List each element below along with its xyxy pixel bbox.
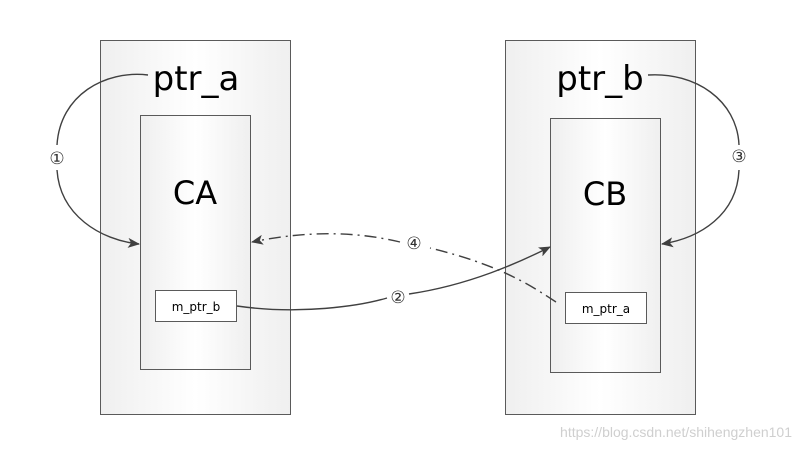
step-4-arrow-path [252,234,557,303]
cb-object-box [550,118,661,373]
step-3-arrow: ③ [647,74,747,244]
step-2-label: ② [390,288,405,308]
m-ptr-a-box [565,292,647,324]
watermark-text: https://blog.csdn.net/shihengzhen101 [560,424,792,440]
step-3-arrow-path [647,74,740,244]
step-1-arrow-path [56,73,148,244]
ca-object-box [140,115,251,370]
cb-label: CB [583,175,627,213]
step-2-arrow-path [236,247,550,311]
ca-label: CA [173,174,217,212]
step-1-label: ① [49,149,64,169]
ptr-b-block: ptr_b CB m_ptr_a [505,40,696,415]
m-ptr-b-box [155,290,237,322]
ptr-b-label: ptr_b [556,59,643,99]
m-ptr-b-label: m_ptr_b [172,300,221,314]
ptr-a-label: ptr_a [153,59,240,99]
step-2-arrow: ② [236,247,550,311]
step-3-label: ③ [731,147,746,167]
step-4-label: ④ [406,234,421,254]
step-1-arrow: ① [49,73,148,244]
m-ptr-a-label: m_ptr_a [582,302,630,316]
step-4-arrow: ④ [252,234,557,303]
ptr-a-block: ptr_a CA m_ptr_b [100,40,291,415]
